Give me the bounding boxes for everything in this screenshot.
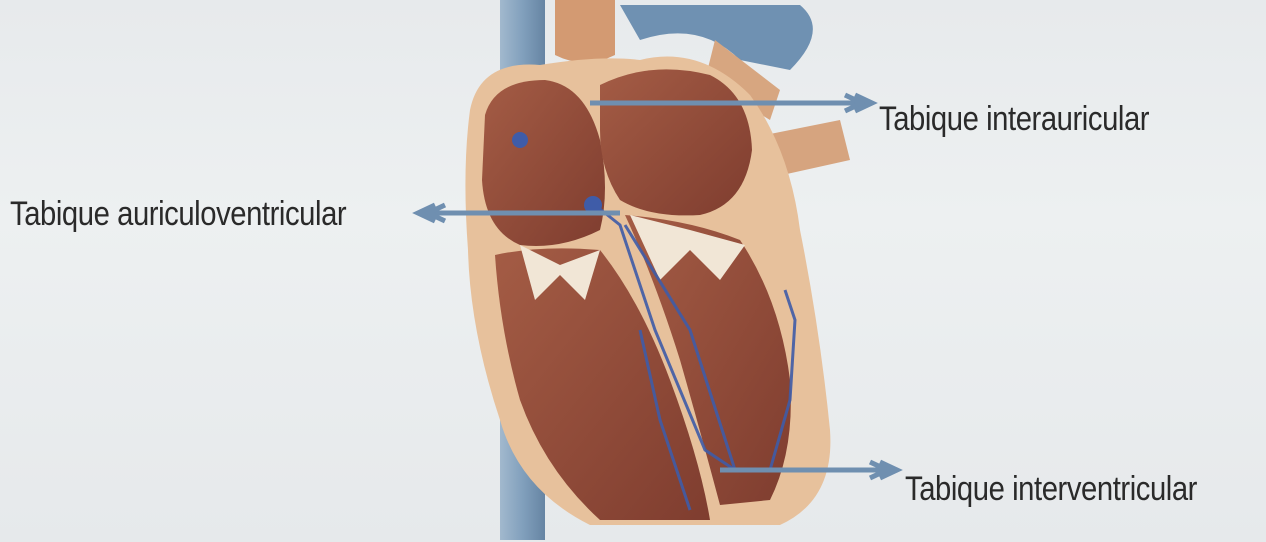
- sinoatrial-node: [512, 132, 528, 148]
- aorta: [555, 0, 615, 63]
- label-tabique-interauricular: Tabique interauricular: [879, 100, 1149, 139]
- label-tabique-interventricular: Tabique interventricular: [905, 470, 1197, 509]
- left-atrium: [600, 69, 752, 215]
- label-tabique-auriculoventricular: Tabique auriculoventricular: [10, 195, 346, 234]
